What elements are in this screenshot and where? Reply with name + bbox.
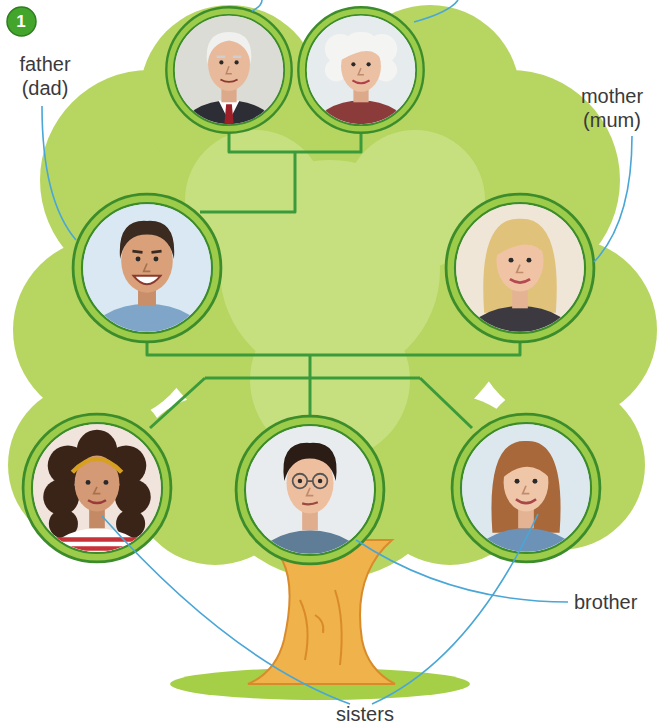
crown-highlight (185, 130, 485, 460)
label-holder: sisters (320, 702, 410, 726)
tree-crown (8, 5, 657, 580)
photo-father (73, 194, 221, 375)
trunk-grain (300, 590, 342, 665)
photo-brother (236, 416, 384, 597)
relation-label: father (dad) (2, 52, 88, 100)
relation-label: mother (mum) (562, 84, 662, 132)
relation-label: sisters (320, 702, 410, 726)
label-holder: mother (mum) (562, 84, 662, 132)
photo-sister-left (23, 414, 171, 595)
photo-grandfather (166, 7, 291, 161)
callout-number: 1 (16, 13, 25, 30)
label-holder: father (dad) (2, 52, 88, 100)
photo-sister-right (452, 414, 600, 595)
relation-label: brother (574, 590, 664, 614)
photo-grandmother (298, 7, 423, 161)
leader-lines (42, 0, 632, 704)
badge-circle (7, 7, 36, 36)
photo-mother (446, 194, 594, 378)
callout-badge: 1 (6, 6, 37, 37)
label-holder: brother (574, 590, 664, 614)
